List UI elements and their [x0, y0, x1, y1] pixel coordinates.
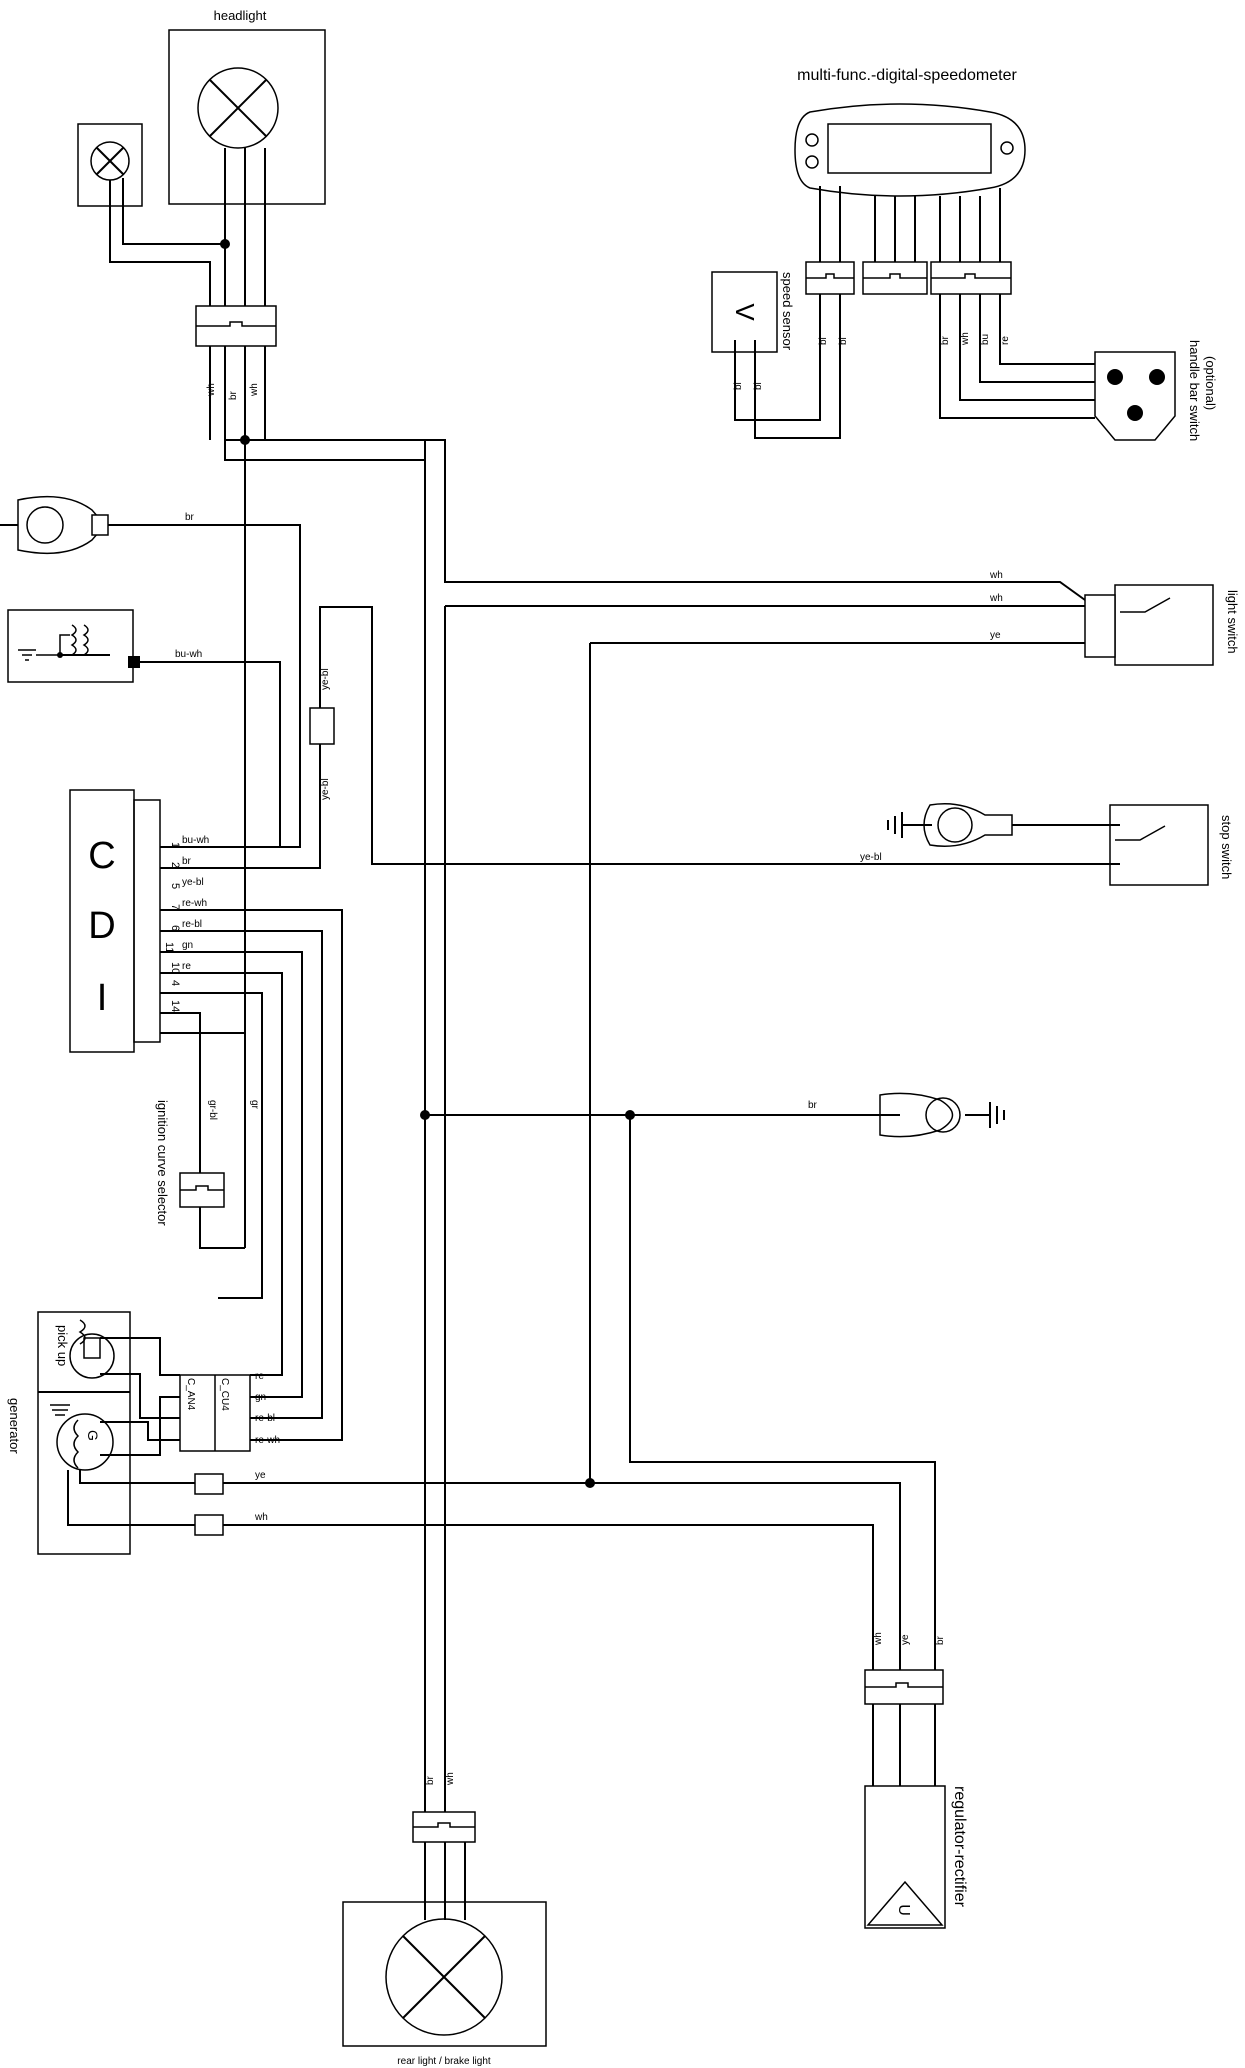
wire-label: bl [818, 337, 829, 345]
wire-label: br [425, 1775, 436, 1785]
wire-label: wh [206, 383, 217, 397]
wire-label: re-wh [255, 1435, 280, 1446]
cdi-letter: C [88, 835, 115, 877]
cdi-pin: 10 [169, 962, 181, 974]
connector-label: C_AN4 [185, 1378, 196, 1411]
wire-label: ye-bl [860, 852, 882, 863]
wire-label: br [185, 512, 195, 523]
wire-label: wh [989, 593, 1003, 604]
wire-label: ye-bl [320, 778, 331, 800]
wire-label: bl [733, 382, 744, 390]
speed-sensor: V speed sensor [711, 271, 795, 353]
cdi-pins: 1 bu-wh 2 br 5 ye-bl 7 re-wh 6 re-bl 11 … [163, 835, 209, 1012]
wire-label: re [1000, 336, 1011, 345]
wire-label: bu-wh [182, 835, 209, 846]
wire-label: br [228, 390, 239, 400]
regulator-rectifier: U regulator-rectifier [864, 1785, 968, 1929]
wire-label: gn [182, 940, 193, 951]
wire-label: br [808, 1100, 818, 1111]
wire-label: br [935, 1635, 946, 1645]
stop-ground-terminal [887, 803, 1013, 847]
ignition-curve-selector: gr-bl gr ignition curve selector [155, 1100, 260, 1249]
speed-sensor-symbol: V [730, 303, 760, 321]
wire-label: bl [753, 382, 764, 390]
wire-label: ye [900, 1634, 911, 1645]
wire-label: ye-bl [320, 668, 331, 690]
wire-label: ye [255, 1470, 266, 1481]
rear-light-label: rear light / brake light [397, 2056, 491, 2067]
wire-label: re [182, 961, 191, 972]
cdi-pin: 4 [169, 980, 181, 986]
cdi-pin: 1 [169, 842, 181, 848]
cdi-letter: I [97, 977, 108, 1019]
wire-label: wh [873, 1632, 884, 1646]
generator: pick up G generator [7, 1311, 131, 1555]
wire-label: re [255, 1371, 264, 1382]
cdi-pin: 2 [169, 862, 181, 868]
light-switch-label: light switch [1225, 590, 1240, 654]
cdi-pin: 7 [169, 904, 181, 910]
regulator-label: regulator-rectifier [951, 1786, 968, 1908]
handlebar-switch-label: handle bar switch [1187, 340, 1202, 441]
generator-label: generator [7, 1398, 22, 1454]
speedometer-label: multi-func.-digital-speedometer [797, 67, 1017, 84]
wire-label: re-wh [182, 898, 207, 909]
wire-label: wh [445, 1772, 456, 1786]
wire-label: ye-bl [182, 877, 204, 888]
speedometer: multi-func.-digital-speedometer [794, 67, 1026, 197]
wire-label: gn [255, 1392, 266, 1403]
handlebar-switch-note: (optional) [1203, 356, 1218, 410]
speed-sensor-label: speed sensor [780, 272, 795, 351]
wire-label: wh [989, 570, 1003, 581]
cdi-pin: 6 [169, 925, 181, 931]
gen-wh-connector [194, 1514, 224, 1536]
cdi-pin: 5 [169, 883, 181, 889]
wire-label: wh [960, 332, 971, 346]
wire-label: ye [990, 630, 1001, 641]
ignition-curve-selector-label: ignition curve selector [155, 1100, 170, 1226]
stop-switch: stop switch [1109, 804, 1234, 886]
cdi-pin: 11 [163, 942, 175, 953]
gen-ye-connector [194, 1473, 224, 1495]
wire-label: re-bl [182, 919, 202, 930]
wire-label: wh [254, 1512, 268, 1523]
light-switch: light switch [1084, 584, 1240, 666]
ye-bl-connector [309, 707, 335, 745]
cdi-unit: C D I [69, 789, 161, 1053]
generator-symbol: G [85, 1430, 101, 1441]
kill-switch-terminal [0, 495, 109, 555]
headlight: headlight [168, 8, 326, 205]
wire-label: br [182, 856, 192, 867]
rear-light: rear light / brake light [342, 1901, 547, 2067]
connector-label: C_CU4 [219, 1378, 230, 1411]
cdi-pin: 14 [169, 1000, 181, 1012]
wire-label: wh [249, 383, 260, 397]
cdi-letter: D [88, 905, 115, 947]
wire-label: bl [838, 337, 849, 345]
wire-label: bu [980, 334, 991, 345]
pick-up-label: pick up [55, 1325, 70, 1366]
headlight-label: headlight [214, 8, 267, 23]
regulator-symbol: U [895, 1904, 912, 1916]
wire-label: bu-wh [175, 649, 202, 660]
ground-terminal [879, 1092, 1005, 1138]
handlebar-switch: handle bar switch (optional) [1094, 340, 1218, 441]
wire-label: br [940, 335, 951, 345]
wire-label: gr-bl [207, 1100, 218, 1120]
wire-label: re-bl [255, 1413, 275, 1424]
wire-label: gr [249, 1100, 260, 1110]
horn-relay [7, 609, 140, 683]
stop-switch-label: stop switch [1219, 815, 1234, 879]
